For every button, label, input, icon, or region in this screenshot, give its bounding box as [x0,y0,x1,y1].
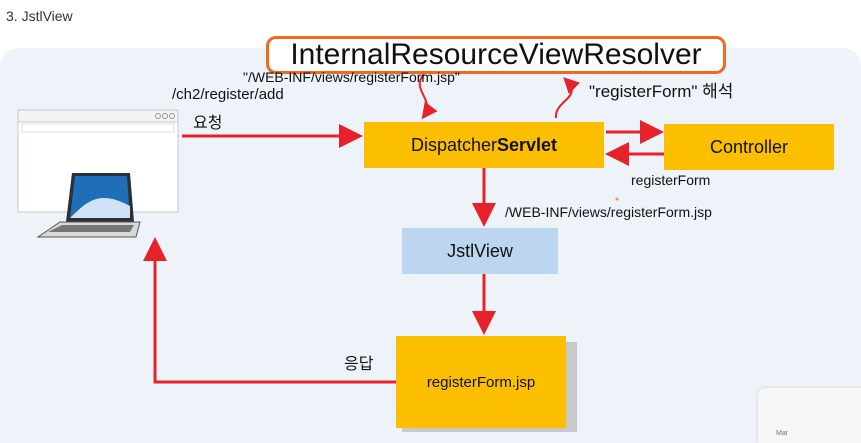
jsp-box: registerForm.jsp [396,336,566,428]
request-url-label: /ch2/register/add [172,86,284,103]
response-label: 응답 [344,356,374,373]
controller-box: Controller [664,124,834,170]
view-resolver-box: InternalResourceViewResolver [266,36,726,74]
laptop-icon [36,173,141,238]
controller-return-label: registerForm [631,172,711,188]
dispatcher-label-prefix: Dispatcher [410,134,497,155]
resolved-path-label: "/WEB-INF/views/registerForm.jsp" [243,69,460,85]
jstlview-box: JstlView [402,228,558,274]
dispatcher-label-bold: Servlet [497,134,558,155]
request-label: 요청 [193,115,223,132]
slide-thumbnail [758,388,861,443]
slide-thumbnail-text: Mar [776,430,789,437]
interpret-label: "registerForm" 해석 [589,82,734,101]
view-path-label: /WEB-INF/views/registerForm.jsp [505,204,712,220]
page-title: 3. JstlView [6,8,73,24]
